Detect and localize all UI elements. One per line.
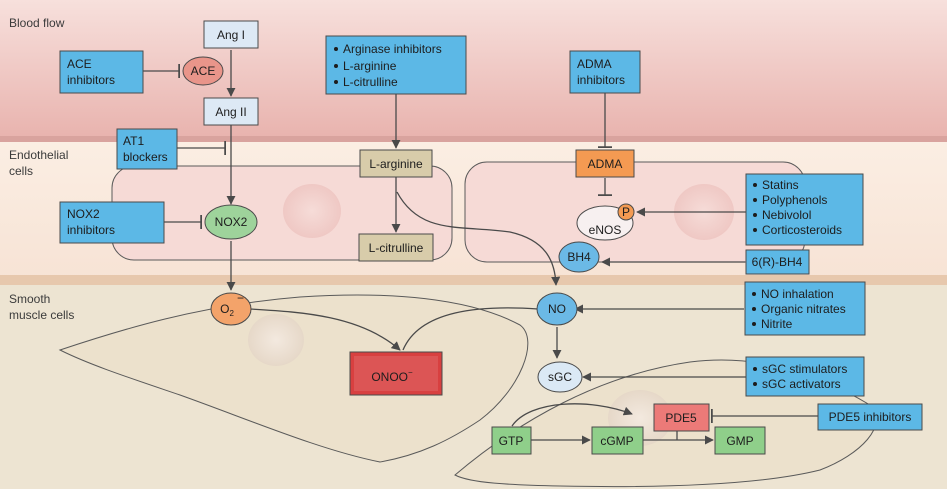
bullet-icon	[334, 47, 338, 51]
no-donors-line2: Organic nitrates	[761, 302, 846, 316]
pde5-label: PDE5	[665, 411, 697, 425]
gmp-label: GMP	[726, 434, 753, 448]
bullet-icon	[752, 322, 756, 326]
statins-line1: Statins	[762, 178, 799, 192]
bullet-icon	[752, 307, 756, 311]
phospho-node	[617, 203, 635, 221]
ace-node	[182, 56, 224, 86]
sgc-drugs-line1: sGC stimulators	[762, 362, 847, 376]
region-label-smooth-2: muscle cells	[9, 308, 74, 322]
no-donors-box	[744, 281, 866, 336]
peroxynitrite-inner	[354, 356, 438, 391]
bullet-icon	[753, 367, 757, 371]
sgc-drugs-line2: sGC activators	[762, 377, 841, 391]
arginase-line2: L-arginine	[343, 59, 397, 73]
nox2-inhibitors-box	[59, 201, 165, 244]
adma-label: ADMA	[588, 157, 623, 171]
membrane-band	[0, 275, 947, 285]
cgmp-box	[591, 426, 644, 455]
adma-inhibitors-box	[569, 50, 641, 94]
adma-box	[575, 149, 635, 178]
ang2-label: Ang II	[215, 105, 246, 119]
ang1-box	[203, 20, 259, 49]
statins-box	[745, 173, 864, 246]
peroxynitrite-box	[349, 351, 443, 396]
arrow-larginine-to-no	[396, 191, 561, 286]
nox2-label: NOX2	[215, 215, 248, 229]
nox2-inhibitors-line1: NOX2	[67, 207, 100, 221]
enos-label: eNOS	[589, 223, 622, 237]
region-label-blood-flow: Blood flow	[9, 16, 65, 30]
ang1-label: Ang I	[217, 28, 245, 42]
pde5-inhibitors-label: PDE5 inhibitors	[829, 410, 912, 424]
at1-blockers-box	[116, 128, 178, 170]
larginine-label: L-arginine	[369, 157, 423, 171]
vessel-wall-top	[0, 136, 947, 142]
gtp-label: GTP	[499, 434, 524, 448]
superoxide-node	[210, 292, 252, 326]
larginine-box	[359, 149, 433, 178]
nox2-inhibitors-line2: inhibitors	[67, 223, 115, 237]
bh4-drug-label: 6(R)-BH4	[752, 255, 803, 269]
nox2-node	[204, 204, 258, 240]
sgc-label: sGC	[548, 370, 572, 384]
arginase-box	[325, 35, 467, 95]
statins-line2: Polyphenols	[762, 193, 827, 207]
superoxide-label: O2	[220, 302, 234, 318]
bullet-icon	[753, 183, 757, 187]
no-donors-line3: Nitrite	[761, 317, 793, 331]
bullet-icon	[753, 198, 757, 202]
ace-inhibitors-box	[59, 50, 144, 94]
nucleus-left	[283, 184, 341, 238]
ang2-box	[203, 97, 259, 126]
bh4-label: BH4	[567, 250, 591, 264]
no-donors-line1: NO inhalation	[761, 287, 834, 301]
at1-blockers-line1: AT1	[123, 134, 144, 148]
nucleus-smooth-left	[248, 314, 304, 366]
region-label-endothelial: Endothelial	[9, 148, 68, 162]
region-label-endothelial-2: cells	[9, 164, 33, 178]
bullet-icon	[752, 292, 756, 296]
bullet-icon	[753, 228, 757, 232]
no-label: NO	[548, 302, 566, 316]
pde5-box	[653, 403, 710, 432]
lcitrulline-label: L-citrulline	[369, 241, 424, 255]
peroxynitrite-label: ONOO−	[371, 368, 413, 384]
bh4-node	[558, 241, 600, 273]
bh4-drug-box	[745, 249, 810, 275]
region-label-smooth: Smooth	[9, 292, 50, 306]
no-node	[536, 292, 578, 326]
lcitrulline-box	[358, 233, 434, 262]
ace-label: ACE	[191, 64, 216, 78]
adma-inhibitors-line2: inhibitors	[577, 73, 625, 87]
sgc-drugs-box	[745, 356, 865, 397]
arrow-no-to-onoo	[402, 307, 539, 351]
arrow-gtp-to-cgmp-curve	[511, 403, 633, 427]
bullet-icon	[334, 64, 338, 68]
arginase-line1: Arginase inhibitors	[343, 42, 442, 56]
statins-line3: Nebivolol	[762, 208, 811, 222]
cgmp-label: cGMP	[600, 434, 633, 448]
ace-inhibitors-line1: ACE	[67, 57, 92, 71]
statins-line4: Corticosteroids	[762, 223, 842, 237]
sgc-node	[537, 361, 583, 393]
at1-blockers-line2: blockers	[123, 150, 168, 164]
phospho-label: P	[622, 205, 630, 219]
ace-inhibitors-line2: inhibitors	[67, 73, 115, 87]
pde5-inhibitors-box	[817, 403, 923, 431]
gmp-box	[714, 426, 766, 455]
bullet-icon	[753, 382, 757, 386]
adma-inhibitors-line1: ADMA	[577, 57, 612, 71]
superoxide-charge: −	[237, 291, 244, 305]
arginase-line3: L-citrulline	[343, 75, 398, 89]
bullet-icon	[334, 80, 338, 84]
arrow-o2-to-onoo	[249, 308, 401, 351]
gtp-box	[491, 426, 532, 455]
bullet-icon	[753, 213, 757, 217]
